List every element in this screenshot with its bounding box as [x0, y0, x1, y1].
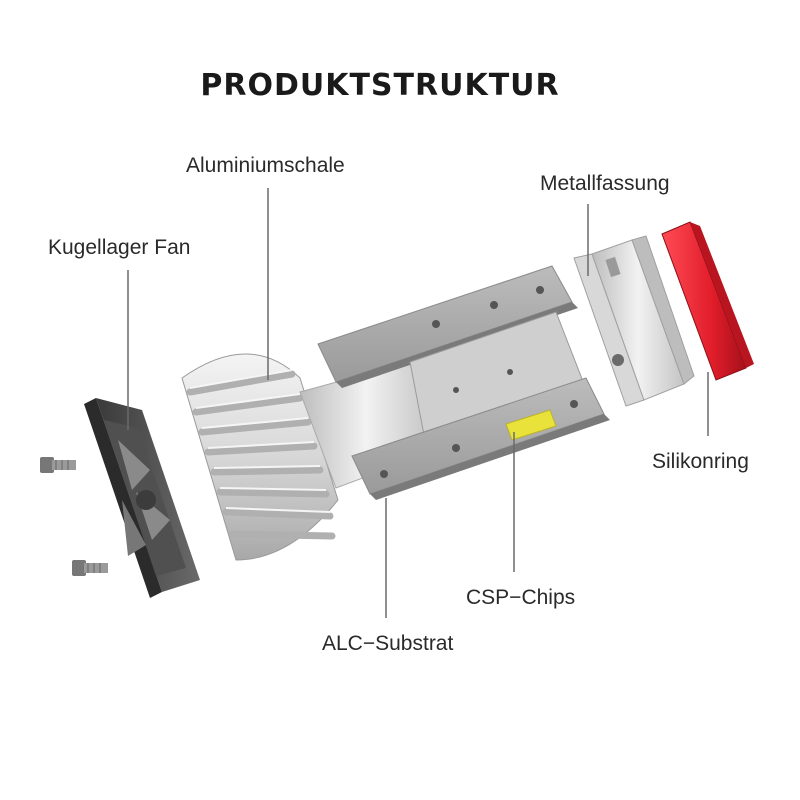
ring-icon	[661, 221, 754, 381]
label-chips: CSP−Chips	[466, 586, 576, 609]
chip-icon	[505, 409, 557, 441]
screw-icon	[40, 457, 76, 473]
label-substrate: ALC−Substrat	[322, 632, 454, 655]
page-title: PRODUKTSTRUKTUR	[200, 68, 560, 103]
screw-icon	[72, 560, 108, 576]
substrate-icon	[317, 265, 610, 500]
label-fan: Kugellager Fan	[48, 236, 191, 259]
leader-lines	[127, 188, 709, 618]
socket-icon	[573, 235, 695, 407]
label-shell: Aluminiumschale	[186, 154, 345, 177]
label-ring: Silikonring	[652, 450, 749, 473]
fan-icon	[84, 398, 200, 598]
label-socket: Metallfassung	[540, 172, 670, 195]
